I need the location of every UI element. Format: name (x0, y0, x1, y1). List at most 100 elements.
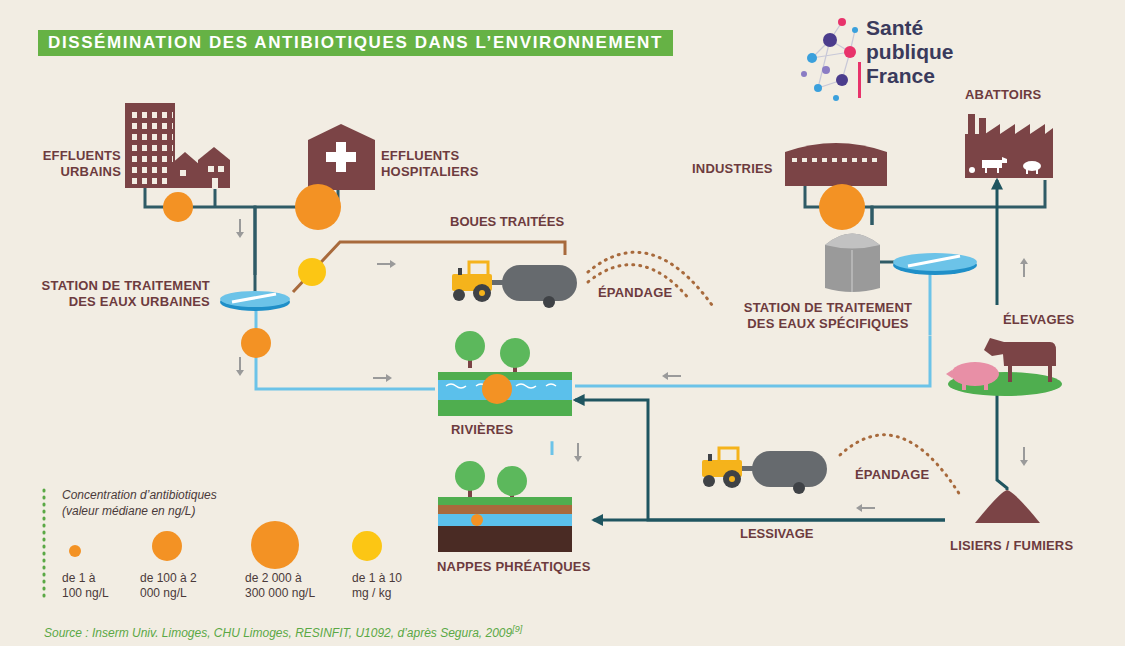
urban-buildings (198, 147, 230, 188)
node-label: ÉPANDAGE (855, 467, 929, 483)
livestock (946, 370, 952, 378)
flow-connector (996, 180, 999, 305)
spray-dots (840, 435, 960, 495)
logo-network (852, 27, 858, 33)
treatment-basin (232, 294, 276, 302)
diagram-node: RIVIÈRES (435, 320, 575, 441)
edge-label: BOUES TRAITÉES (448, 214, 566, 229)
urban-buildings (212, 178, 218, 188)
logo-network (838, 18, 846, 26)
hospital-building (308, 124, 375, 190)
slaughterhouse-building (965, 114, 1053, 178)
legend-swatch (152, 531, 182, 561)
water-stub (929, 271, 932, 335)
logo-network (801, 18, 861, 101)
groundwater-scene (438, 526, 572, 552)
urban-buildings (218, 166, 224, 172)
concentration-dots (819, 184, 865, 230)
treatment-basin (220, 291, 290, 307)
flow-arrow (377, 260, 396, 268)
legend-item: de 2 000 à 300 000 ng/L (245, 525, 325, 605)
digester-tank (825, 234, 880, 293)
node-label: ÉLEVAGES (1003, 312, 1074, 328)
pipe-stub (804, 186, 807, 193)
groundwater-scene (438, 505, 572, 514)
slaughterhouse-building (979, 118, 986, 134)
urban-buildings (125, 103, 175, 188)
industry-building (785, 143, 887, 186)
tractor-spreader (452, 262, 577, 308)
flow-connector (575, 336, 930, 387)
hospital-building (308, 124, 375, 190)
pipe-stub (254, 275, 257, 293)
logo-network (844, 46, 856, 58)
legend-swatch (352, 531, 382, 561)
river-scene (438, 331, 572, 416)
livestock (951, 362, 999, 386)
manure-pile (975, 490, 1040, 523)
edge-label: LESSIVAGE (738, 526, 815, 541)
flow-arrow (1020, 258, 1028, 277)
legend-label: de 100 à 2 000 ng/L (140, 571, 220, 601)
concentration-dots (163, 192, 193, 222)
industry-building (792, 158, 880, 165)
flow-arrow (373, 374, 392, 382)
urban-buildings (208, 166, 214, 172)
urban-buildings (170, 152, 200, 188)
slaughterhouse-building (968, 114, 975, 134)
slaughterhouse-building (969, 167, 975, 173)
slaughterhouse-building (1036, 169, 1038, 174)
hospital-building (326, 152, 356, 162)
flow-arrow (236, 357, 244, 376)
slaughterhouse-building (1026, 169, 1028, 174)
node-label: INDUSTRIES (692, 161, 773, 177)
slaughterhouse-building (1023, 161, 1041, 171)
diagram-node: STATION DE TRAITEMENT DES EAUX SPÉCIFIQU… (735, 225, 985, 336)
logo-network (807, 53, 817, 63)
diagram-node: LISIERS / FUMIERS (945, 490, 1105, 562)
livestock (946, 338, 1062, 396)
legend-label: de 1 à 10 mg / kg (352, 571, 418, 601)
diagram-node: ÉPANDAGE (450, 255, 720, 310)
treatment-basin (893, 253, 977, 271)
diagram-node: ÉPANDAGE (700, 425, 945, 500)
logo-network (858, 62, 861, 98)
digester-tank (851, 250, 853, 292)
groundwater-scene (438, 497, 572, 505)
legend-item: de 1 à 10 mg / kg (352, 525, 418, 605)
legend-swatch (69, 545, 81, 557)
concentration-dots (298, 258, 326, 286)
node-label: STATION DE TRAITEMENT DES EAUX SPÉCIFIQU… (738, 300, 918, 333)
diagram-node: ÉLEVAGES (945, 305, 1077, 395)
treatment-basin (220, 291, 290, 311)
legend-rule (43, 490, 46, 598)
flow-arrow (662, 372, 681, 380)
slaughterhouse-building (965, 124, 1053, 178)
digester-tank (825, 234, 880, 293)
node-label: ABATTOIRS (965, 87, 1041, 103)
logo-network (836, 74, 848, 86)
digester-tank (825, 234, 880, 249)
groundwater-scene (455, 461, 485, 498)
diagram-node: NAPPES PHRÉATIQUES (435, 455, 594, 578)
flow-connector (256, 320, 435, 389)
pipe-stub (214, 189, 217, 207)
flow-arrow (856, 504, 875, 512)
source-line: Source : Inserm Univ. Limoges, CHU Limog… (44, 624, 522, 640)
flow-connector (872, 180, 1045, 225)
flow-connector (594, 519, 945, 522)
logo-text: Santé publique France (866, 16, 968, 88)
livestock (984, 382, 988, 390)
diagram-node: EFFLUENTS HOSPITALIERS (305, 122, 492, 195)
logo-network (833, 95, 839, 101)
concentration-dots (471, 514, 483, 526)
livestock (1002, 342, 1056, 382)
diagram-node: EFFLUENTS URBAINS (25, 100, 237, 195)
logo-network (801, 71, 807, 77)
flow-connector (997, 395, 1007, 490)
logo-network (823, 33, 837, 47)
treatment-basin (893, 253, 977, 275)
node-label: STATION DE TRAITEMENT DES EAUX URBAINES (28, 278, 210, 311)
logo-network (822, 66, 830, 74)
node-label: EFFLUENTS HOSPITALIERS (381, 148, 489, 181)
